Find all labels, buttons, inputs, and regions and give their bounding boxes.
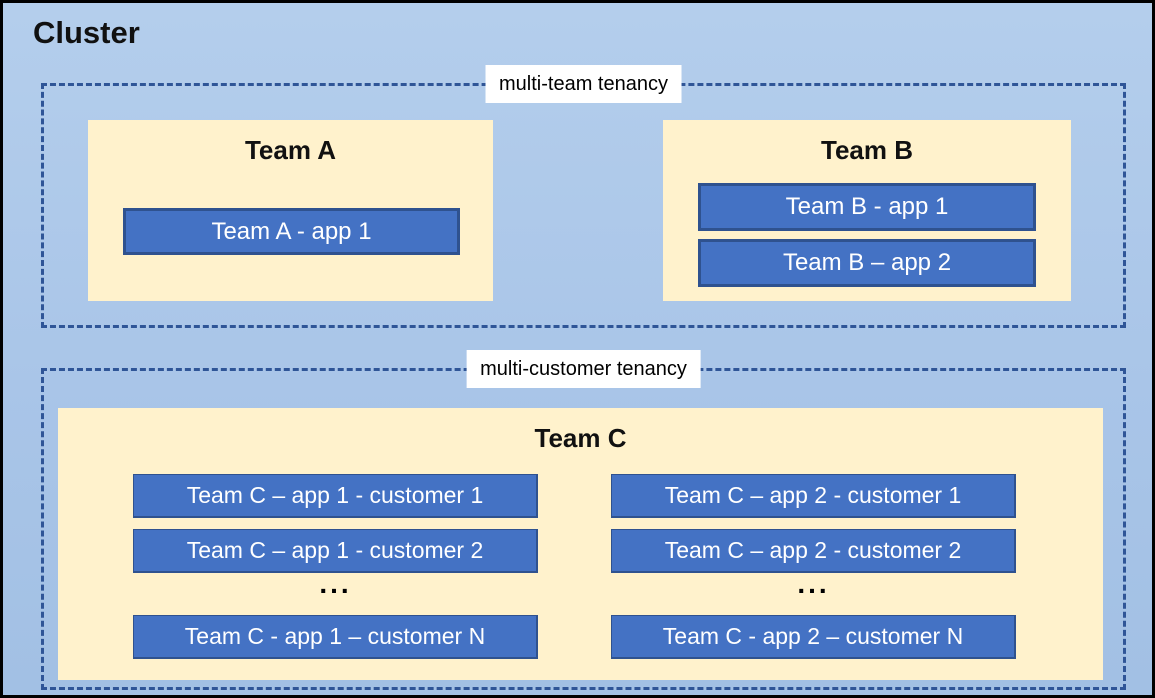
team-c-title: Team C (534, 423, 627, 453)
team-c-app-2-customer-1-box: Team C – app 2 - customer 1 (611, 474, 1016, 518)
team-a-title: Team A (244, 135, 337, 165)
team-b-app-2-box: Team B – app 2 (698, 239, 1036, 287)
team-a-app-1-box: Team A - app 1 (123, 208, 460, 255)
team-c-app-1-customer-1-box: Team C – app 1 - customer 1 (133, 474, 538, 518)
team-c-panel: Team C Team C – app 1 - customer 1 Team … (58, 408, 1103, 680)
team-c-app-2-customer-2-box: Team C – app 2 - customer 2 (611, 529, 1016, 573)
team-c-app-1-customer-2-box: Team C – app 1 - customer 2 (133, 529, 538, 573)
team-c-app-2-ellipsis: ... (797, 568, 830, 599)
team-c-app-1-ellipsis: ... (319, 568, 352, 599)
team-c-app-1-customer-n-box: Team C - app 1 – customer N (133, 615, 538, 659)
team-c-app-2-customer-n-box: Team C - app 2 – customer N (611, 615, 1016, 659)
team-b-app-1-box: Team B - app 1 (698, 183, 1036, 231)
team-a-panel: Team A Team A - app 1 (88, 120, 493, 301)
multi-customer-tenancy-zone: multi-customer tenancy (41, 350, 1126, 690)
team-b-title: Team B (821, 135, 913, 165)
multi-team-tenancy-label: multi-team tenancy (485, 65, 682, 103)
team-b-panel: Team B Team B - app 1 Team B – app 2 (663, 120, 1071, 301)
multi-team-tenancy-zone: multi-team tenancy (41, 65, 1126, 328)
multi-customer-tenancy-label: multi-customer tenancy (466, 350, 701, 388)
cluster-title: Cluster (33, 15, 140, 50)
